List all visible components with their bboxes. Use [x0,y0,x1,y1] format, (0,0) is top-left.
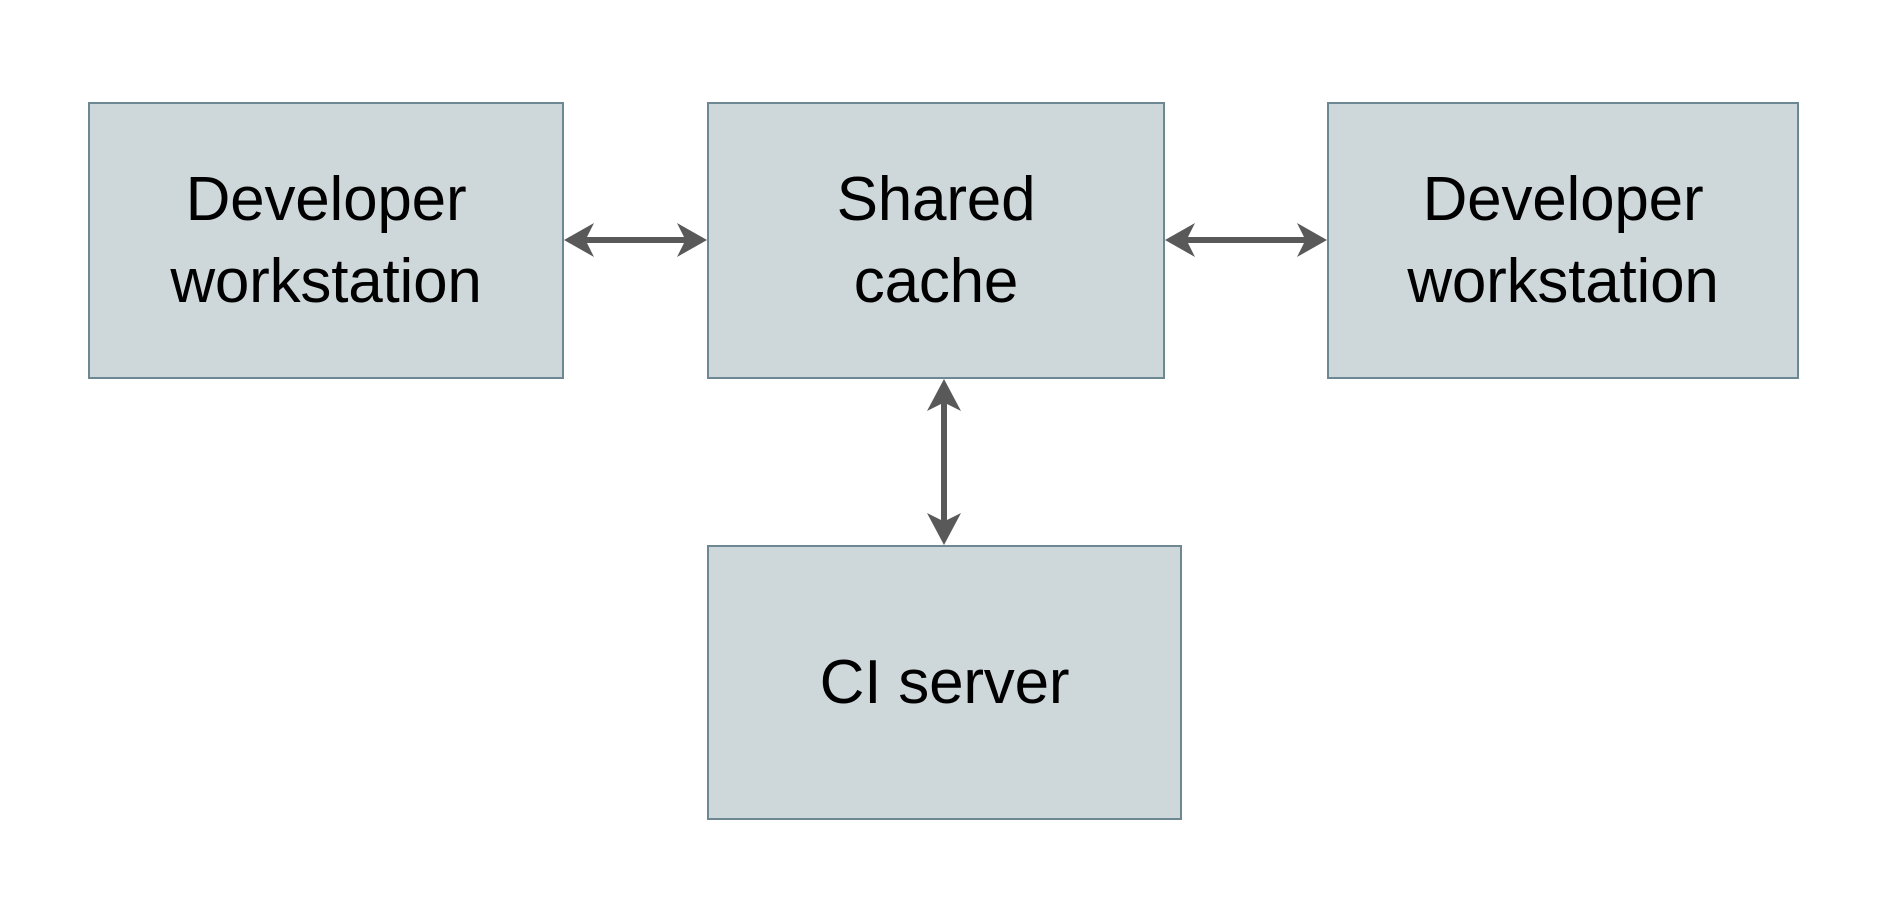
double-headed-arrow-horizontal-icon [1165,223,1327,257]
edge-left-workstation-to-shared-cache [564,215,707,265]
node-label: Developer workstation [170,164,482,316]
node-ci-server[interactable]: CI server [707,545,1182,820]
edge-shared-cache-to-right-workstation [1165,215,1327,265]
double-headed-arrow-horizontal-icon [564,223,707,257]
node-label: CI server [819,647,1070,717]
node-developer-workstation-right[interactable]: Developer workstation [1327,102,1799,379]
edge-shared-cache-to-ci-server [919,379,969,545]
double-headed-arrow-vertical-icon [927,379,961,545]
node-label: Developer workstation [1407,164,1719,316]
node-shared-cache[interactable]: Shared cache [707,102,1165,379]
node-developer-workstation-left[interactable]: Developer workstation [88,102,564,379]
node-label: Shared cache [836,164,1036,316]
